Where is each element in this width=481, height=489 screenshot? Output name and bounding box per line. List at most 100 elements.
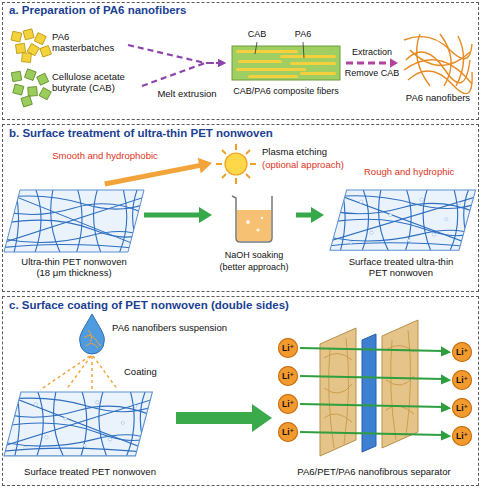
cab-pellets	[21, 96, 32, 107]
naoh-beaker	[237, 210, 271, 241]
plasma-sun	[246, 174, 250, 178]
treated-pet-nonwoven	[325, 185, 481, 258]
node-text: PA6/PET/PA6 nanofibrous separator	[272, 466, 476, 477]
arrow-head	[198, 158, 212, 174]
plasma-sun	[225, 153, 247, 175]
panel: c. Surface coating of PET nonwoven (doub…	[2, 296, 479, 486]
connector-line	[346, 61, 391, 64]
node-text: (better approach)	[212, 262, 296, 273]
pet-nonwoven	[0, 185, 154, 260]
composite-fiber	[232, 46, 340, 80]
composite-fiber	[236, 68, 306, 71]
naoh-beaker	[232, 196, 272, 242]
arrow-head	[390, 58, 398, 68]
coating-spray	[66, 356, 91, 390]
pa6-nanofibers	[406, 52, 470, 83]
treated-pet-nonwoven	[330, 190, 476, 250]
leader-line	[255, 42, 257, 54]
cab-pellets	[28, 87, 38, 97]
composite-fiber	[300, 72, 336, 75]
naoh-beaker	[256, 228, 259, 231]
node-text: (optional approach)	[262, 159, 358, 170]
plasma-sun	[222, 174, 226, 178]
label-text: PA6	[290, 29, 316, 40]
lithium-ion: Li⁺	[278, 366, 298, 386]
plasma-sun	[216, 163, 222, 165]
fiber-figure: CAB/PA6 composite fibers	[226, 42, 346, 108]
cab-pellets	[25, 69, 37, 81]
node-text: Plasma etching	[262, 146, 358, 157]
ion-label: Li⁺	[278, 422, 298, 442]
arrow-head	[199, 207, 212, 223]
composite-fiber	[280, 55, 336, 58]
plasma-sun	[216, 144, 256, 184]
suspension-drop: PA6 nanofibers suspension	[74, 314, 250, 356]
cab-pellets	[11, 69, 51, 107]
nonwoven-figure: Ultra-thin PET nonwoven (18 μm thickness…	[4, 184, 144, 284]
cab-pellets	[39, 88, 51, 100]
plasma-sun	[246, 150, 250, 154]
separator-layers	[344, 338, 349, 444]
label-text: Melt extrusion	[150, 88, 224, 99]
panel-title: c. Surface coating of PET nonwoven (doub…	[9, 299, 449, 313]
naoh-beaker	[246, 220, 250, 224]
lithium-ion: Li⁺	[452, 342, 472, 362]
composite-fiber	[238, 60, 282, 63]
label-text: Extraction	[345, 47, 399, 58]
node-text: Ultra-thin PET nonwoven (18 μm thickness…	[16, 256, 132, 279]
arrow-head	[218, 59, 226, 67]
composite-fiber	[248, 75, 298, 78]
pa6-nanofibers	[410, 50, 470, 66]
pa6-pellets	[15, 43, 25, 53]
lithium-ion: Li⁺	[452, 370, 472, 390]
connector-arrow	[144, 207, 212, 223]
pa6-nanofibers	[404, 60, 472, 84]
ion-path-arrow	[300, 348, 443, 351]
pellet-group: Cellulose acetate butyrate (CAB)	[6, 68, 142, 108]
pa6-pellets	[22, 53, 32, 63]
nonwoven-figure: Surface treated ultra-thin PET nonwoven	[324, 184, 478, 284]
pet-nonwoven	[0, 185, 154, 260]
treated-pet-nonwoven	[349, 198, 460, 243]
node-text: Surface treated ultra-thin PET nonwoven	[340, 256, 462, 279]
plasma-sun	[250, 163, 256, 165]
pet-nonwoven	[0, 185, 154, 260]
node-text: PA6 masterbatches	[52, 31, 124, 54]
treated-pet-nonwoven	[0, 387, 163, 464]
ion-path-arrow	[300, 404, 443, 407]
pa6-nanofibers	[440, 34, 451, 86]
ion-path-arrow	[442, 404, 449, 411]
separator-layers	[406, 330, 411, 436]
coating-spray	[40, 356, 118, 390]
composite-fiber	[236, 50, 336, 78]
pa6-pellets	[34, 33, 46, 45]
pa6-pellets	[11, 31, 22, 42]
separator-layers	[324, 414, 352, 422]
label-text: Coating	[124, 366, 174, 377]
composite-fiber	[290, 62, 336, 65]
pet-nonwoven	[4, 190, 144, 252]
pa6-pellets	[40, 46, 52, 58]
ion-label: Li⁺	[278, 366, 298, 386]
treated-pet-nonwoven	[4, 392, 152, 456]
node-text: Surface treated PET nonwoven	[4, 466, 176, 477]
treated-pet-nonwoven	[325, 185, 481, 258]
connector-line	[296, 212, 312, 217]
panel-title: a. Preparation of PA6 nanofibers	[9, 4, 449, 18]
treated-pet-nonwoven	[0, 387, 163, 464]
ion-label: Li⁺	[452, 342, 472, 362]
lithium-ion: Li⁺	[278, 338, 298, 358]
plasma-sun	[222, 150, 226, 154]
ion-path-arrow	[442, 376, 449, 383]
ion-path-arrow	[442, 432, 449, 439]
arrow-head	[311, 207, 324, 223]
treated-pet-nonwoven	[0, 387, 163, 464]
panel-title: b. Surface treatment of ultra-thin PET n…	[9, 127, 449, 141]
pa6-pellets	[23, 29, 34, 40]
suspension-drop	[86, 343, 98, 348]
ion-label: Li⁺	[278, 394, 298, 414]
coating-spray	[40, 356, 90, 390]
separator-layers	[320, 328, 356, 456]
suspension-drop	[80, 314, 105, 354]
